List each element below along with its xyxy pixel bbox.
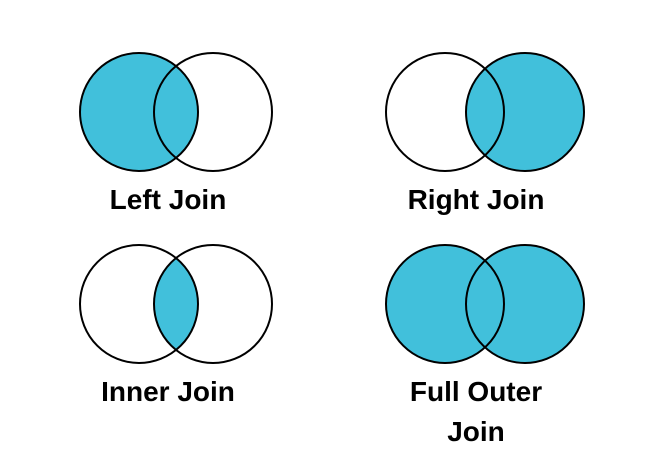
left-circle-outline xyxy=(79,244,199,364)
right-circle-outline xyxy=(153,244,273,364)
venn-inner-join xyxy=(79,244,273,364)
left-circle-outline xyxy=(385,52,505,172)
inner-join-label: Inner Join xyxy=(101,376,235,407)
right-circle-outline xyxy=(465,244,585,364)
venn-left-join xyxy=(79,52,273,172)
intersection-fill xyxy=(154,245,198,363)
full-outer-join-label-line2: Join xyxy=(447,416,505,447)
left-circle-fill xyxy=(80,53,198,171)
right-join-label: Right Join xyxy=(407,184,545,215)
full-outer-join-label-line1: Full Outer xyxy=(409,376,543,407)
left-circle-outline xyxy=(385,244,505,364)
left-circle-outline xyxy=(79,52,199,172)
venn-full-outer-join xyxy=(385,244,585,364)
right-circle-outline xyxy=(153,52,273,172)
left-join-label: Left Join xyxy=(109,184,227,215)
right-circle-outline xyxy=(465,52,585,172)
venn-right-join xyxy=(385,52,585,172)
